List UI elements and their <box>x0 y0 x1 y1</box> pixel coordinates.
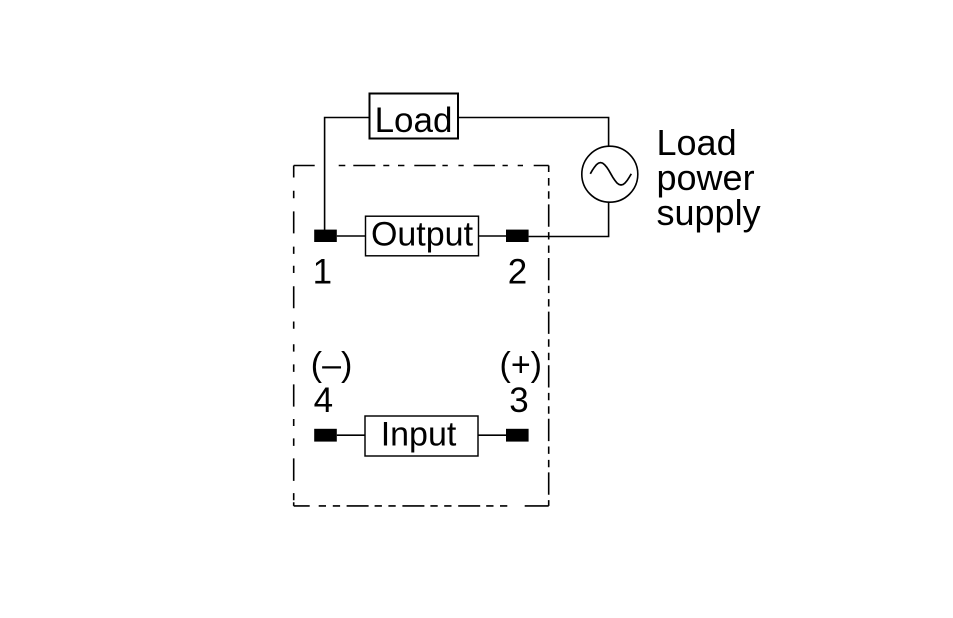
svg-text:power: power <box>657 157 755 198</box>
svg-text:(–): (–) <box>311 346 353 384</box>
svg-text:1: 1 <box>313 252 332 291</box>
svg-text:4: 4 <box>314 381 333 420</box>
svg-text:3: 3 <box>509 381 528 420</box>
svg-text:(+): (+) <box>500 346 543 384</box>
svg-text:Load: Load <box>657 122 737 163</box>
svg-text:Load: Load <box>375 101 453 140</box>
svg-text:Input: Input <box>381 415 457 453</box>
svg-text:Output: Output <box>371 216 474 254</box>
svg-text:2: 2 <box>508 252 527 291</box>
svg-text:supply: supply <box>657 192 761 233</box>
